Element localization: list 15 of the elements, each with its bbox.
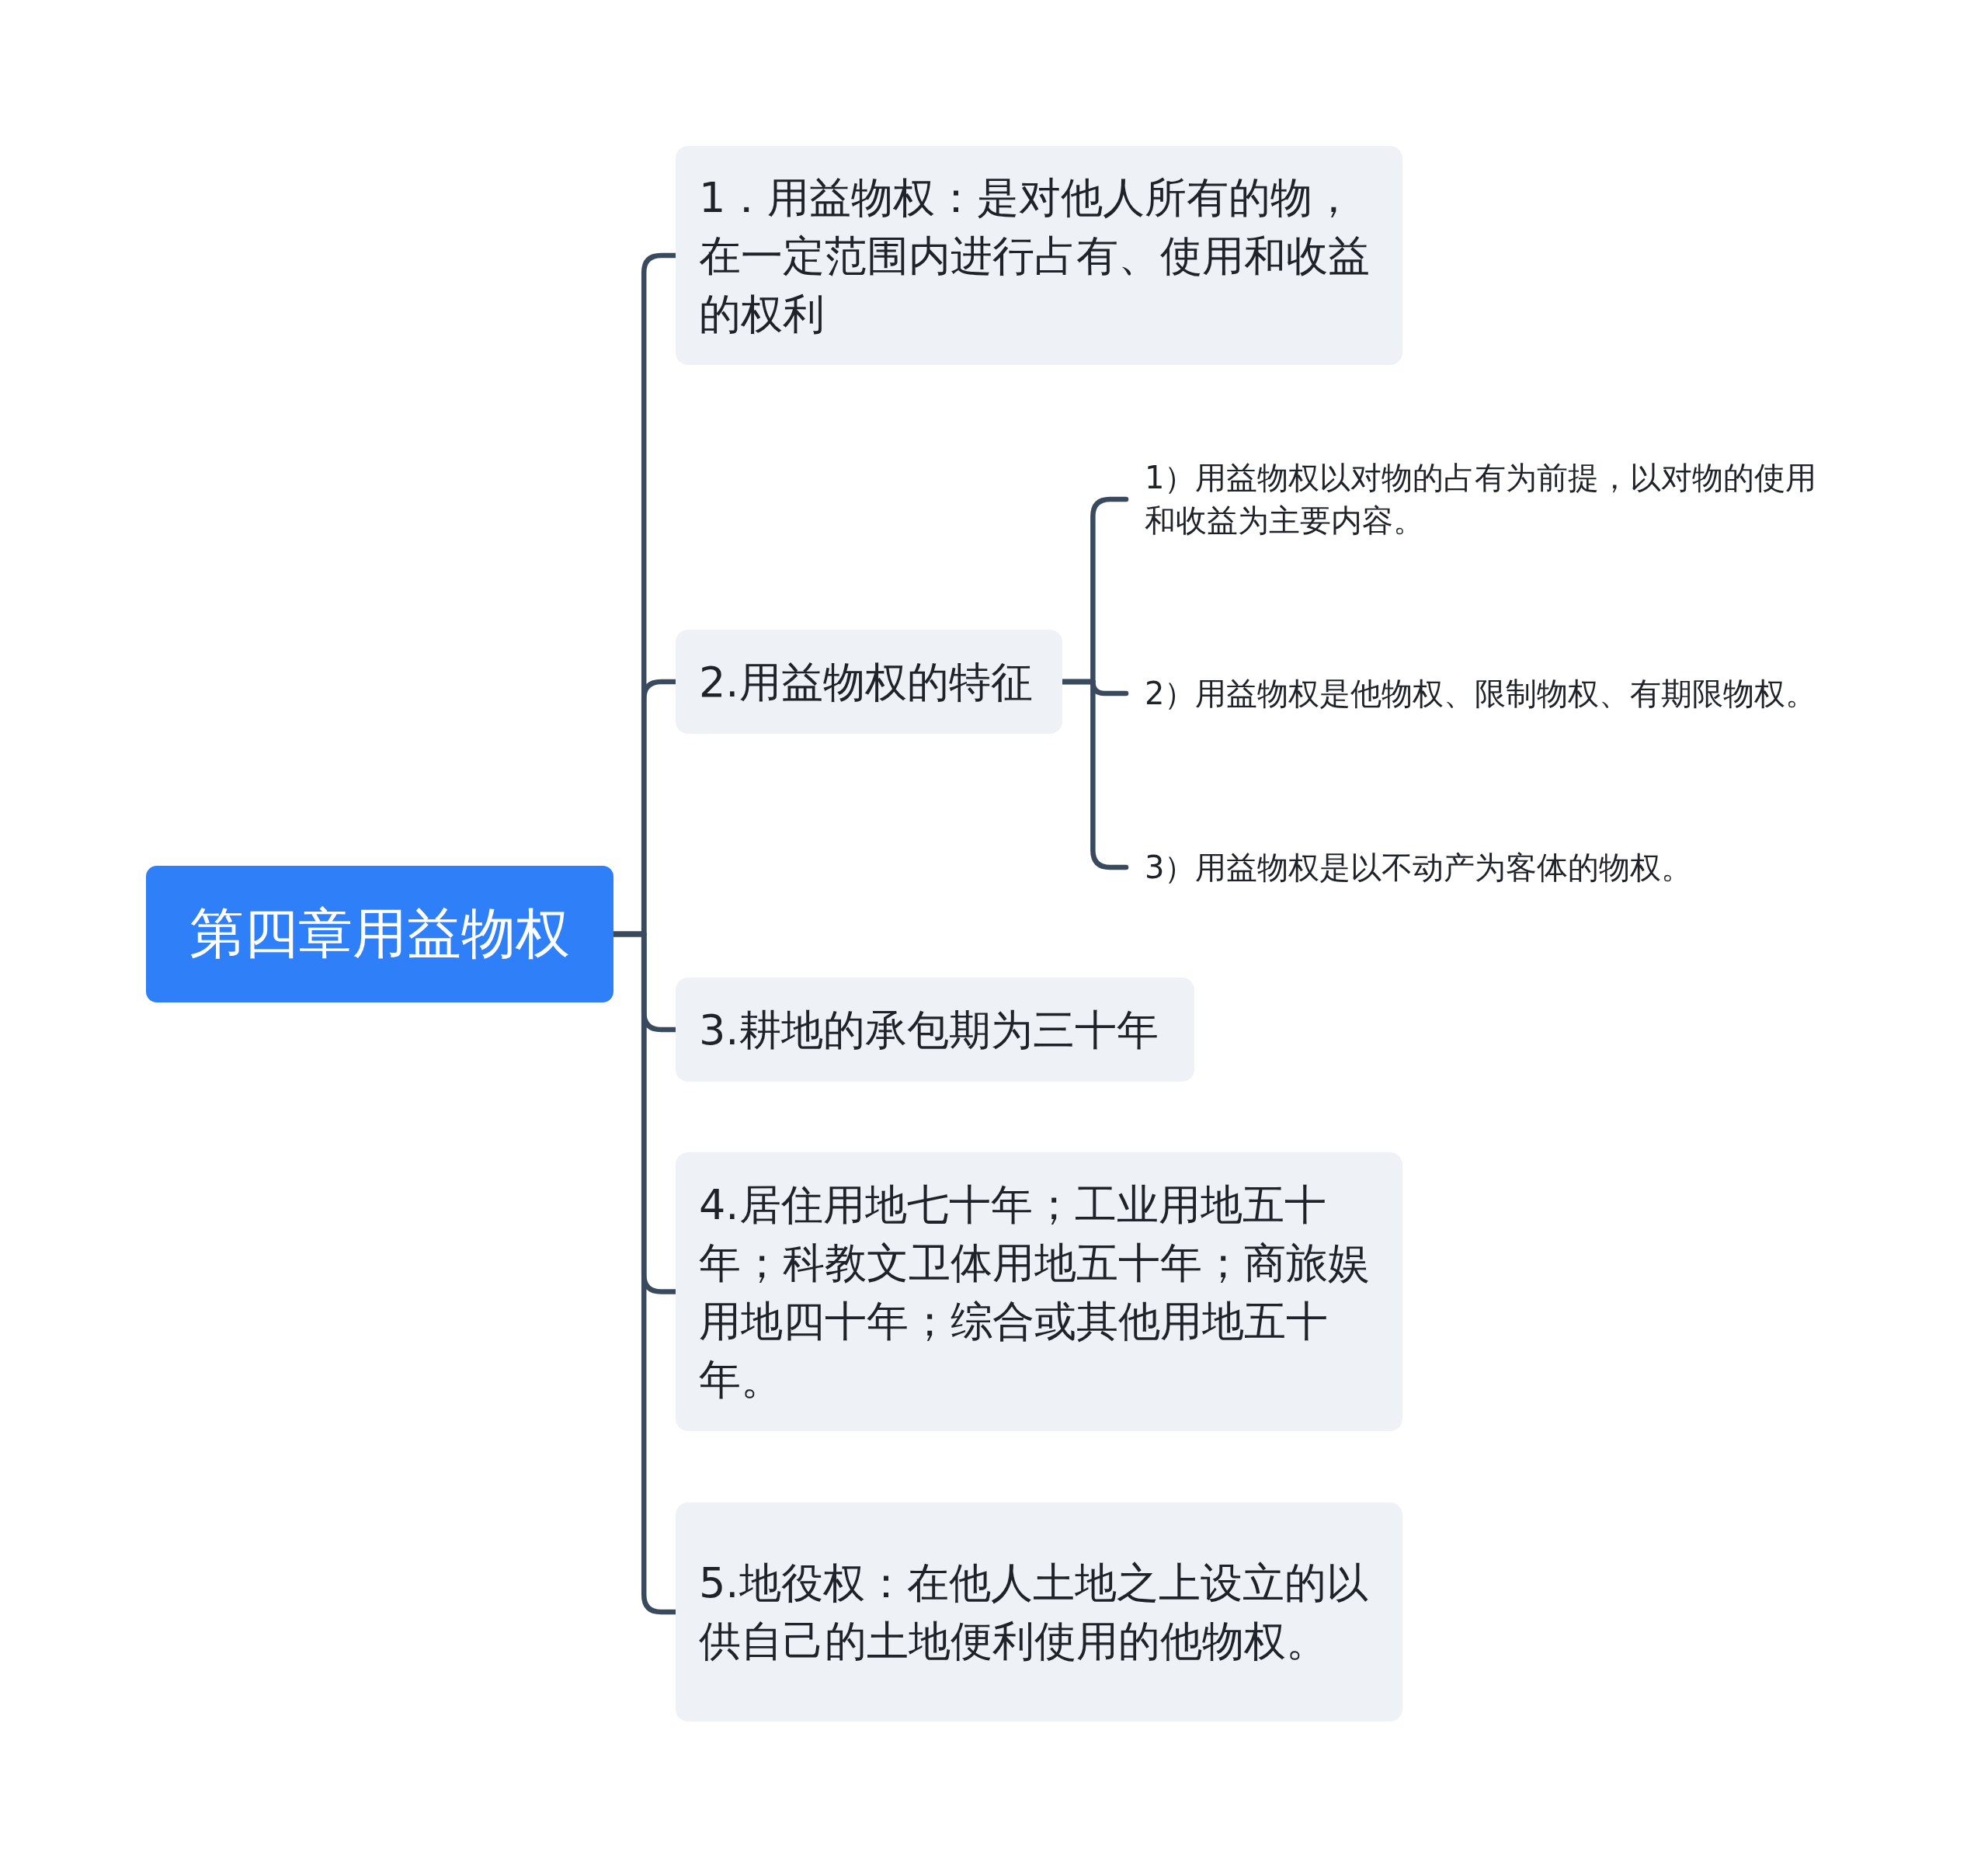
- topic-text: 1）用益物权以对物的占有为前提，以对物的使用和收益为主要内容。: [1145, 459, 1818, 540]
- root-topic-box: [146, 866, 613, 1002]
- topic-text: 1．用益物权：是对他人所有的物，在一定范围内进行占有、使用和收益的权利: [699, 172, 1371, 340]
- topic-box: [676, 630, 1062, 734]
- topic-box: [676, 146, 1402, 365]
- topic-text: 5.地役权：在他人土地之上设立的以供自己的土地便利使用的他物权。: [699, 1558, 1369, 1667]
- topic-box: [676, 1152, 1402, 1431]
- topic-text: 3）用益物权是以不动产为客体的物权。: [1145, 848, 1693, 887]
- topic-text: 4.居住用地七十年；工业用地五十年；科教文卫体用地五十年；商旅娱用地四十年；综合或其他用地五十年。: [699, 1179, 1371, 1405]
- topic-text: 第四章用益物权: [189, 901, 570, 967]
- topic-box: [676, 978, 1194, 1082]
- topic-text: 3.耕地的承包期为三十年: [699, 1004, 1159, 1056]
- topic-text: 2）用益物权是他物权、限制物权、有期限物权。: [1145, 674, 1817, 713]
- topic-text: 2.用益物权的特征: [699, 656, 1033, 708]
- topic-box: [676, 1502, 1402, 1721]
